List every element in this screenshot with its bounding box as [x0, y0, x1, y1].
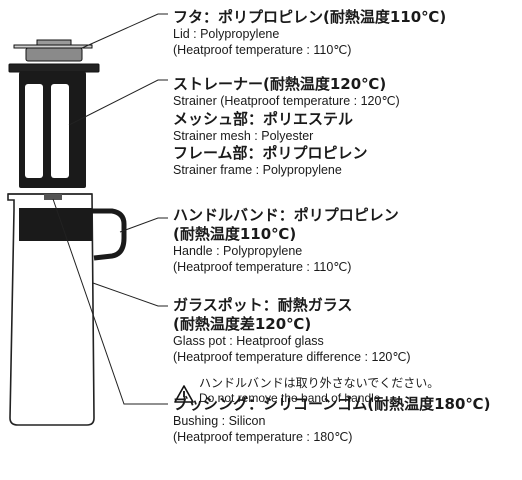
pot-label-en-1: Glass pot : Heatproof glass	[173, 334, 324, 348]
pot-label-block: ガラスポット：耐熱ガラス (耐熱温度差120℃) Glass pot : Hea…	[173, 296, 411, 365]
handle-band-illustration	[19, 208, 127, 261]
handle-label-en-1: Handle : Polypropylene	[173, 244, 303, 258]
warning-text-en: Do not remove the band of handle.	[199, 391, 384, 405]
strainer-label-en: Strainer (Heatproof temperature : 120℃)	[173, 94, 400, 108]
handle-leader	[119, 217, 168, 233]
lid-leader	[81, 13, 168, 49]
bushing-leader	[52, 198, 168, 405]
handle-label-jp-2: (耐熱温度110℃)	[173, 225, 297, 243]
strainer-frame-en: Strainer frame : Polypropylene	[173, 163, 342, 177]
leader-lines	[52, 13, 168, 405]
strainer-leader	[68, 79, 168, 126]
bushing-label-en-1: Bushing : Silicon	[173, 414, 266, 428]
strainer-frame-jp: フレーム部：ポリプロピレン	[173, 144, 368, 162]
handle-label-en-2: (Heatproof temperature : 110℃)	[173, 259, 352, 274]
pot-label-jp-1: ガラスポット：耐熱ガラス	[173, 296, 353, 314]
bushing-label-jp: ブッシング：シリコーンゴム(耐熱温度180℃)	[173, 395, 491, 413]
lid-label-en-2: (Heatproof temperature : 110℃)	[173, 42, 352, 57]
pot-label-en-2: (Heatproof temperature difference : 120℃…	[173, 349, 411, 364]
lid-label-en-1: Lid : Polypropylene	[173, 27, 280, 41]
lid-label-block: フタ：ポリプロピレン(耐熱温度110℃) Lid : Polypropylene…	[173, 8, 446, 58]
bushing-label-block: ブッシング：シリコーンゴム(耐熱温度180℃) Bushing : Silico…	[173, 395, 490, 445]
pot-leader	[92, 282, 168, 307]
warning-note: ハンドルバンドは取り外さないでください。 Do not remove the b…	[173, 376, 439, 406]
pot-label-jp-2: (耐熱温度差120℃)	[173, 315, 312, 333]
strainer-illustration	[8, 63, 100, 188]
strainer-label-block: ストレーナー(耐熱温度120℃) Strainer (Heatproof tem…	[173, 75, 400, 179]
warning-triangle-icon	[174, 385, 194, 403]
bushing-illustration	[44, 194, 62, 200]
strainer-mesh-en: Strainer mesh : Polyester	[173, 128, 314, 143]
lid-label-jp: フタ：ポリプロピレン(耐熱温度110℃)	[173, 8, 447, 26]
handle-label-block: ハンドルバンド：ポリプロピレン (耐熱温度110℃) Handle : Poly…	[173, 206, 399, 275]
handle-label-jp-1: ハンドルバンド：ポリプロピレン	[173, 206, 399, 224]
strainer-mesh-jp: メッシュ部：ポリエステル	[173, 109, 354, 128]
strainer-label-jp: ストレーナー(耐熱温度120℃)	[173, 75, 387, 93]
lid-illustration	[13, 39, 93, 62]
warning-text-jp: ハンドルバンドは取り外さないでください。	[199, 376, 440, 390]
bushing-label-en-2: (Heatproof temperature : 180℃)	[173, 429, 353, 444]
